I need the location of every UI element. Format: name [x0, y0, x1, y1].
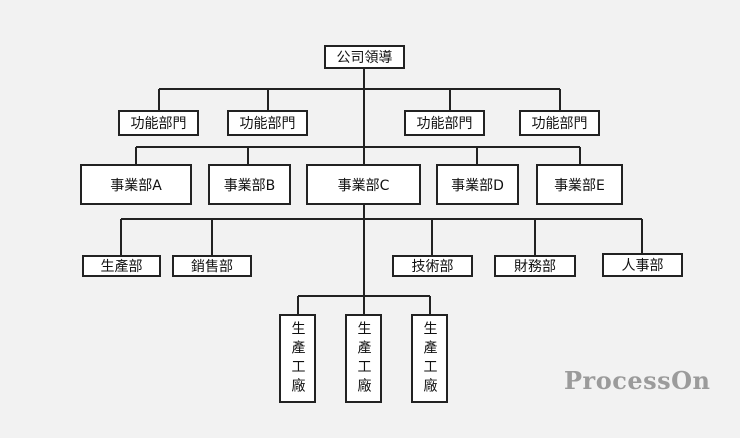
function-dept-node-1: 功能部門 — [118, 110, 199, 136]
division-node-a: 事業部A — [80, 164, 192, 205]
division-node-c: 事業部C — [306, 164, 421, 205]
division-node-b: 事業部B — [208, 164, 291, 205]
division-node-d: 事業部D — [436, 164, 519, 205]
dept-node-technology: 技術部 — [392, 255, 473, 277]
function-dept-node-4: 功能部門 — [519, 110, 600, 136]
division-node-e: 事業部E — [536, 164, 623, 205]
factory-node-3: 生產工廠 — [411, 314, 448, 403]
dept-node-finance: 財務部 — [494, 255, 576, 277]
factory-node-1: 生產工廠 — [279, 314, 316, 403]
dept-node-sales: 銷售部 — [172, 255, 252, 277]
function-dept-node-2: 功能部門 — [227, 110, 308, 136]
root-leader-node: 公司領導 — [324, 45, 405, 69]
processon-watermark: ProcessOn — [564, 366, 711, 395]
factory-node-2: 生產工廠 — [345, 314, 382, 403]
function-dept-node-3: 功能部門 — [404, 110, 485, 136]
dept-node-hr: 人事部 — [602, 253, 683, 277]
dept-node-production: 生產部 — [82, 255, 161, 277]
